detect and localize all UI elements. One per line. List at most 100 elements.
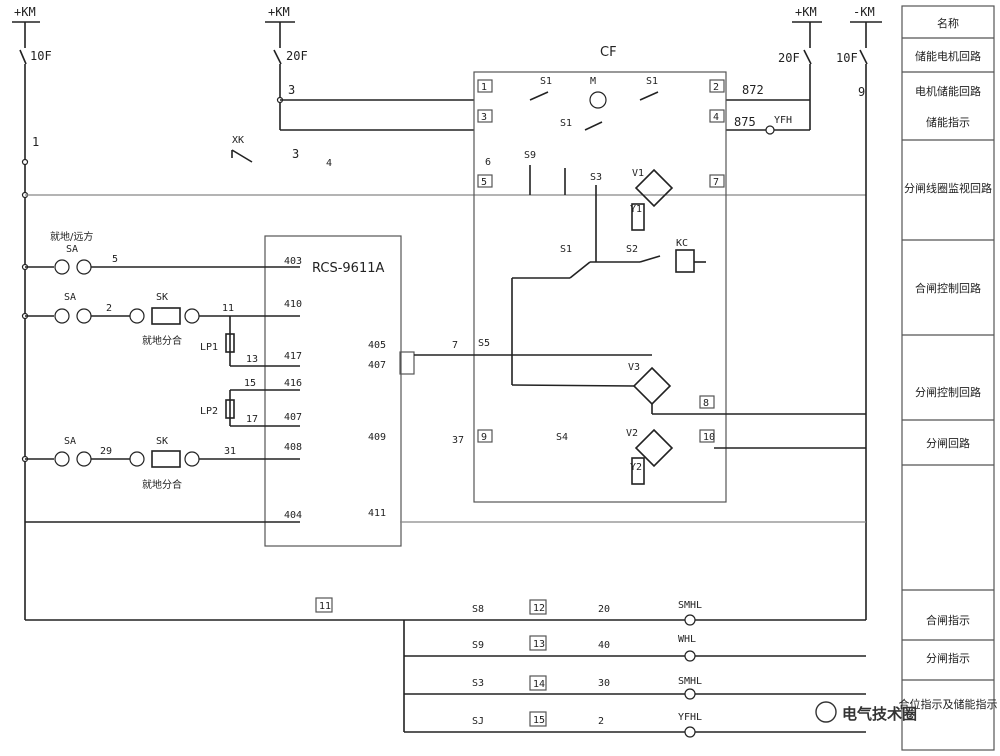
indicator-circuit: 11 S8 S9 S3 SJ 12 13 14 15 20 40 30 2 SM… xyxy=(25,597,866,738)
local-controls: 就地/远方 SA 5 SA 2 SK 11 就地分合 LP1 13 15 LP2… xyxy=(25,230,866,523)
terminal: 6 xyxy=(485,157,491,168)
component-label: SMHL xyxy=(678,600,702,611)
sidebar-row: 分闸回路 xyxy=(926,437,970,450)
component-label: LP1 xyxy=(200,342,218,353)
terminal: 7 xyxy=(713,177,719,188)
fuses: 10F 20F 20F 10F xyxy=(19,22,868,65)
component-label: S2 xyxy=(626,244,638,255)
fuse-label: 10F xyxy=(836,51,858,65)
terminal: 409 xyxy=(368,432,386,443)
sidebar-row: 分闸线圈监视回路 xyxy=(904,181,992,195)
component-label: KC xyxy=(676,238,688,249)
component-label: SJ xyxy=(472,716,484,727)
component-label: WHL xyxy=(678,634,696,645)
terminal: 13 xyxy=(533,639,545,650)
sidebar-row: 合闸控制回路 xyxy=(915,281,981,295)
sidebar-row: 电机储能回路 xyxy=(915,84,981,98)
terminal: 8 xyxy=(703,398,709,409)
bus-label-pos-mid: +KM xyxy=(268,5,290,19)
component-label: SA xyxy=(66,244,78,255)
sidebar-table: 名称 储能电机回路 电机储能回路 储能指示 分闸线圈监视回路 合闸控制回路 分闸… xyxy=(899,5,998,751)
node-label: 11 xyxy=(222,303,234,314)
component-label: SMHL xyxy=(678,676,702,687)
component-label: V2 xyxy=(626,428,638,439)
caption: 就地/远方 xyxy=(50,230,93,243)
component-label: XK xyxy=(232,135,244,146)
component-label: Y1 xyxy=(630,204,642,215)
node-label: 1 xyxy=(32,135,39,149)
terminal: 5 xyxy=(481,177,487,188)
node-label: 3 xyxy=(288,83,295,97)
terminal: 15 xyxy=(533,715,545,726)
component-label: YFH xyxy=(774,115,792,126)
fuse-label: 20F xyxy=(286,49,308,63)
node-label: 875 xyxy=(734,115,756,129)
component-label: S3 xyxy=(590,172,602,183)
terminal: 407 xyxy=(284,412,302,423)
xk-switch: XK 3 4 xyxy=(231,135,332,169)
node-label: 13 xyxy=(246,354,258,365)
component-label: S9 xyxy=(524,150,536,161)
node-label: 40 xyxy=(598,640,610,651)
terminal: 405 xyxy=(368,340,386,351)
terminal: 408 xyxy=(284,442,302,453)
node-label: 4 xyxy=(326,158,332,169)
terminal: 403 xyxy=(284,256,302,267)
sidebar-row: 分闸指示 xyxy=(926,651,970,665)
node-label: 30 xyxy=(598,678,610,689)
terminal: 2 xyxy=(713,82,719,93)
caption: 就地分合 xyxy=(142,478,182,491)
terminal: 10 xyxy=(703,432,715,443)
terminal: 1 xyxy=(481,82,487,93)
protection-device-title: RCS-9611A xyxy=(312,261,384,276)
component-label: S9 xyxy=(472,640,484,651)
component-label: M xyxy=(590,76,596,87)
bus-label-neg-right: -KM xyxy=(853,5,875,19)
component-label: YFHL xyxy=(678,712,702,723)
node-label: 31 xyxy=(224,446,236,457)
component-label: S5 xyxy=(478,338,490,349)
bus-label-pos-left: +KM xyxy=(14,5,36,19)
component-label: S1 xyxy=(646,76,658,87)
component-label: S4 xyxy=(556,432,568,443)
component-label: S1 xyxy=(540,76,552,87)
node-label: 7 xyxy=(452,340,458,351)
fuse-label: 20F xyxy=(778,51,800,65)
node-label: 29 xyxy=(100,446,112,457)
terminal: 3 xyxy=(481,112,487,123)
node-label: 9 xyxy=(858,85,865,99)
terminal: 417 xyxy=(284,351,302,362)
control-box-title: CF xyxy=(600,45,617,60)
component-label: S1 xyxy=(560,244,572,255)
terminal: 11 xyxy=(319,601,331,612)
terminal: 407 xyxy=(368,360,386,371)
bus-labels: +KM +KM +KM -KM xyxy=(12,5,882,23)
sidebar-row: 储能指示 xyxy=(926,115,970,129)
terminal: 410 xyxy=(284,299,302,310)
node-label: 2 xyxy=(598,716,604,727)
sidebar-row: 储能电机回路 xyxy=(915,49,981,63)
node-label: 5 xyxy=(112,254,118,265)
component-label: LP2 xyxy=(200,406,218,417)
terminal: 416 xyxy=(284,378,302,389)
component-label: V1 xyxy=(632,168,644,179)
component-label: S3 xyxy=(472,678,484,689)
terminal: 4 xyxy=(713,112,719,123)
protection-device: RCS-9611A 403 410 417 416 407 408 404 40… xyxy=(264,235,474,547)
motor-circuit: 3 872 875 YFH xyxy=(276,64,810,135)
terminal: 404 xyxy=(284,510,302,521)
sidebar-row: 合闸指示 xyxy=(926,613,970,627)
terminal: 12 xyxy=(533,603,545,614)
terminal: 9 xyxy=(481,432,487,443)
component-label: SA xyxy=(64,436,76,447)
component-label: S8 xyxy=(472,604,484,615)
component-label: V3 xyxy=(628,362,640,373)
bus-label-pos-right: +KM xyxy=(795,5,817,19)
component-label: S1 xyxy=(560,118,572,129)
sidebar-header: 名称 xyxy=(937,16,959,30)
node-label: 2 xyxy=(106,303,112,314)
right-bus: 9 xyxy=(809,64,867,620)
component-label: SK xyxy=(156,292,168,303)
component-label: SA xyxy=(64,292,76,303)
